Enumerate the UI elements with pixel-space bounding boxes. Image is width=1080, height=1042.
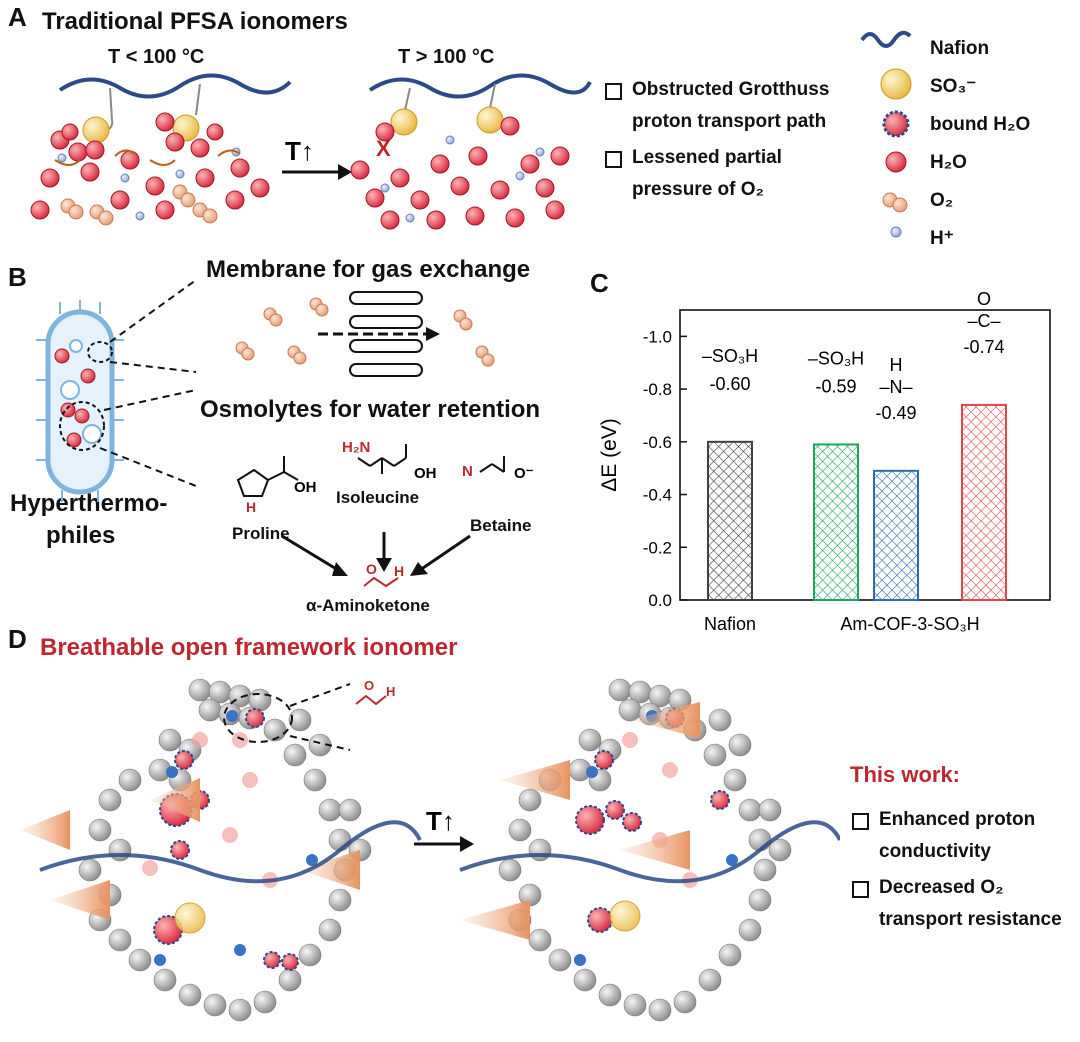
bar-group-label: H	[890, 355, 903, 375]
bar-group-label: –SO₃H	[702, 346, 758, 366]
svg-text:OH: OH	[294, 479, 317, 496]
legend-nafion: Nafion	[930, 38, 990, 59]
water-retention-title: Osmolytes for water retention	[200, 396, 541, 423]
legend-oxygen: O₂	[930, 190, 954, 211]
betaine-label: Betaine	[470, 516, 532, 535]
legend-labels: Nafion SO₃⁻ bound H₂O H₂O O₂ H⁺	[930, 30, 1030, 258]
this-work-heading: This work:	[850, 762, 961, 787]
organism-label: Hyperthermo- philes	[10, 490, 168, 549]
x-category-label: Am-COF-3-SO₃H	[840, 614, 979, 634]
bar-value-label: -0.60	[709, 374, 750, 394]
water-icon	[885, 151, 907, 173]
svg-text:H₂N: H₂N	[342, 439, 370, 456]
bar	[873, 469, 919, 601]
svg-text:H: H	[246, 499, 256, 515]
bar-group-label: –C–	[967, 311, 1000, 331]
bar-value-label: -0.49	[875, 403, 916, 423]
panel-b-label: B	[8, 262, 27, 292]
gas-exchange-title: Membrane for gas exchange	[206, 256, 531, 283]
svg-text:OH: OH	[414, 465, 437, 482]
svg-text:O: O	[364, 678, 374, 693]
bar	[707, 440, 753, 601]
panel-d-label: D	[8, 624, 27, 654]
panel-c-label: C	[590, 268, 609, 298]
y-tick-label: -1.0	[643, 327, 672, 346]
condition-high-temp: T > 100 °C	[398, 46, 495, 68]
checkbox-icon	[852, 813, 869, 830]
condition-low-temp: T < 100 °C	[108, 46, 205, 68]
bar-group-label: –N–	[879, 377, 912, 397]
y-tick-label: -0.4	[643, 486, 672, 505]
svg-text:O: O	[366, 561, 377, 577]
bar-group-label: O	[977, 289, 991, 309]
arrow-label: T↑	[426, 806, 455, 836]
framework-illustration: O H T↑	[20, 678, 840, 1022]
svg-text:H: H	[386, 684, 395, 699]
checkbox-icon	[605, 151, 622, 168]
pfsa-illustration: T↑ X	[30, 73, 592, 230]
bar	[813, 443, 859, 601]
legend-icons	[860, 30, 912, 238]
legend-proton: H⁺	[930, 228, 954, 249]
aminoketone-label: α-Aminoketone	[306, 596, 430, 615]
bar-group-label: –SO₃H	[808, 348, 864, 368]
nafion-chain-icon	[860, 30, 912, 48]
y-tick-label: -0.6	[643, 433, 672, 452]
y-tick-label: 0.0	[648, 591, 672, 610]
bar-value-label: -0.74	[963, 337, 1004, 357]
plot-frame	[679, 309, 1051, 601]
legend-water: H₂O	[930, 152, 967, 173]
legend-so3: SO₃⁻	[930, 76, 977, 97]
isoleucine-label: Isoleucine	[336, 488, 420, 507]
checkbox-icon	[605, 83, 622, 100]
legend-bound-water: bound H₂O	[930, 114, 1031, 135]
binding-energy-chart: 0.0 -0.2 -0.4 -0.6 -0.8 -1.0 ΔE (eV) -0.60 –SO₃H…	[598, 289, 1051, 634]
sulfonate-icon	[880, 68, 912, 100]
checkbox-icon	[852, 881, 869, 898]
svg-text:H: H	[394, 563, 404, 579]
hyperthermophile-illustration: H₂N OH OH H N O⁻ O H	[36, 280, 534, 588]
panel-d-title: Breathable open framework ionomer	[40, 634, 458, 661]
svg-text:O⁻: O⁻	[514, 465, 534, 482]
panel-a-label: A	[8, 2, 27, 32]
y-tick-label: -0.2	[643, 538, 672, 557]
y-axis-label: ΔE (eV)	[598, 418, 621, 492]
bar-value-label: -0.59	[815, 376, 856, 396]
svg-text:X: X	[376, 136, 391, 161]
proline-label: Proline	[232, 524, 290, 543]
proton-icon	[890, 226, 902, 238]
panel-a-title: Traditional PFSA ionomers	[42, 8, 348, 35]
svg-text:N: N	[462, 463, 473, 480]
x-category-label: Nafion	[704, 614, 756, 634]
y-tick-label: -0.8	[643, 380, 672, 399]
arrow-label: T↑	[285, 136, 314, 166]
bound-water-icon	[882, 110, 910, 138]
bar	[961, 403, 1007, 601]
